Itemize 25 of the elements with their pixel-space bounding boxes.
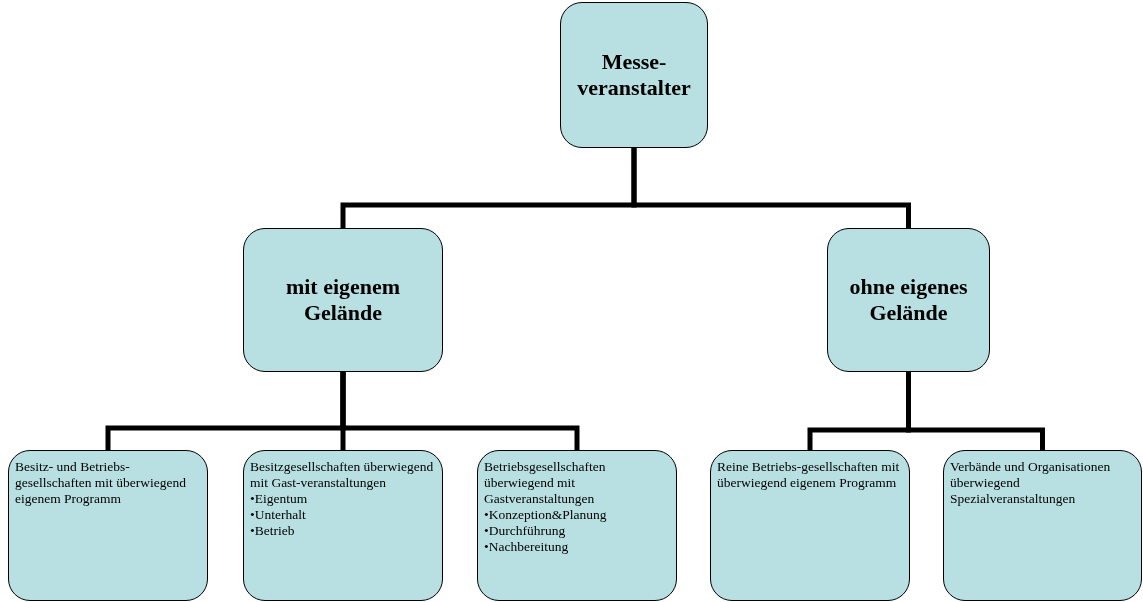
connector-line: [631, 148, 911, 228]
category-title: ohne eigenes Gelände: [848, 273, 969, 327]
category-title: Messe-veranstalter: [576, 48, 692, 102]
connector-line: [906, 372, 1045, 450]
bullet-item: •Betrieb: [250, 522, 296, 539]
subcategory-box: [943, 450, 1142, 601]
bullet-item: •Nachbereitung: [484, 538, 570, 555]
description-text: Besitz- und Betriebs-gesellschaften mit überwiegend eigenem Programm: [15, 459, 187, 507]
subcategory-box: [8, 450, 208, 601]
subcategory-box: [477, 450, 677, 601]
description-text: Reine Betriebs-gesellschaften mit überwiegend eigenem Programm: [717, 459, 901, 491]
subcategory-box: [710, 450, 910, 601]
bullet-item: •Konzeption&Planung: [484, 506, 608, 523]
description-text: Besitzgesellschaften überwiegend mit Gast-veranstaltungen: [250, 459, 435, 491]
bullet-item: •Eigentum: [250, 490, 309, 507]
description-text: Verbände und Organisationen überwiegend Spezialveranstaltungen: [950, 459, 1112, 507]
category-title: mit eigenem Gelände: [284, 273, 402, 327]
subcategory-box: [243, 450, 443, 601]
connector-line: [340, 372, 580, 450]
bullet-item: •Durchführung: [484, 522, 567, 539]
bullet-item: •Unterhalt: [250, 506, 307, 523]
category-box: [827, 228, 990, 372]
category-box: [560, 2, 708, 148]
category-box: [243, 228, 443, 372]
description-text: Betriebsgesellschaften überwiegend mit Gastveranstaltungen: [484, 459, 607, 507]
